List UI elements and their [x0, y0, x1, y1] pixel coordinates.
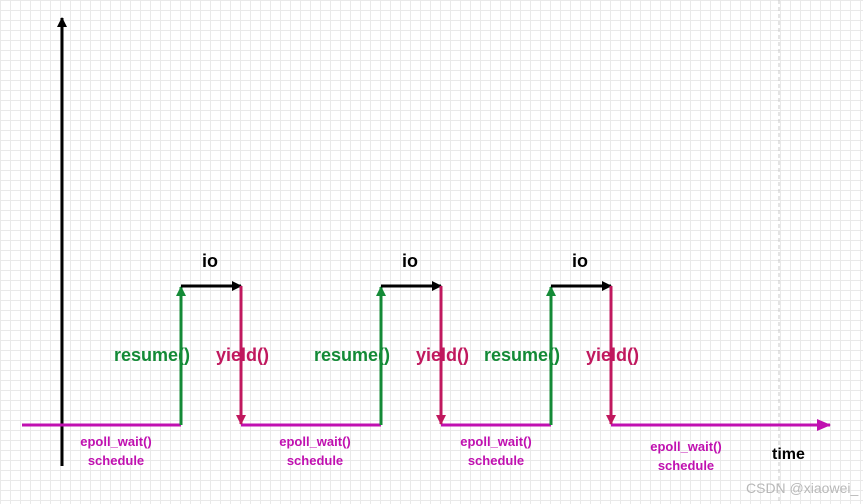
io-label-2: io — [402, 251, 418, 271]
schedule-block-4-line1: epoll_wait() — [650, 439, 722, 454]
schedule-block-3-line2: schedule — [467, 453, 525, 468]
resume-label-1: resume() — [114, 345, 191, 365]
schedule-block-1-line1: epoll_wait() — [80, 434, 152, 449]
schedule-block-2-line1: epoll_wait() — [279, 434, 351, 449]
yield-label-3: yield() — [586, 345, 640, 365]
yield-label-1: yield() — [216, 345, 270, 365]
resume-label-2: resume() — [314, 345, 391, 365]
schedule-block-4-line2: schedule — [657, 458, 715, 473]
io-label-3: io — [572, 251, 588, 271]
schedule-block-4: epoll_wait() schedule — [630, 437, 742, 475]
io-label-1: io — [202, 251, 218, 271]
schedule-block-3: epoll_wait() schedule — [440, 432, 552, 470]
schedule-block-1-line2: schedule — [87, 453, 145, 468]
time-axis-label: time — [772, 446, 805, 463]
resume-label-3: resume() — [484, 345, 561, 365]
yield-label-2: yield() — [416, 345, 470, 365]
watermark: CSDN @xiaowei_ — [746, 480, 859, 496]
schedule-block-3-line1: epoll_wait() — [460, 434, 532, 449]
schedule-block-2: epoll_wait() schedule — [259, 432, 371, 470]
schedule-block-2-line2: schedule — [286, 453, 344, 468]
schedule-block-1: epoll_wait() schedule — [60, 432, 172, 470]
